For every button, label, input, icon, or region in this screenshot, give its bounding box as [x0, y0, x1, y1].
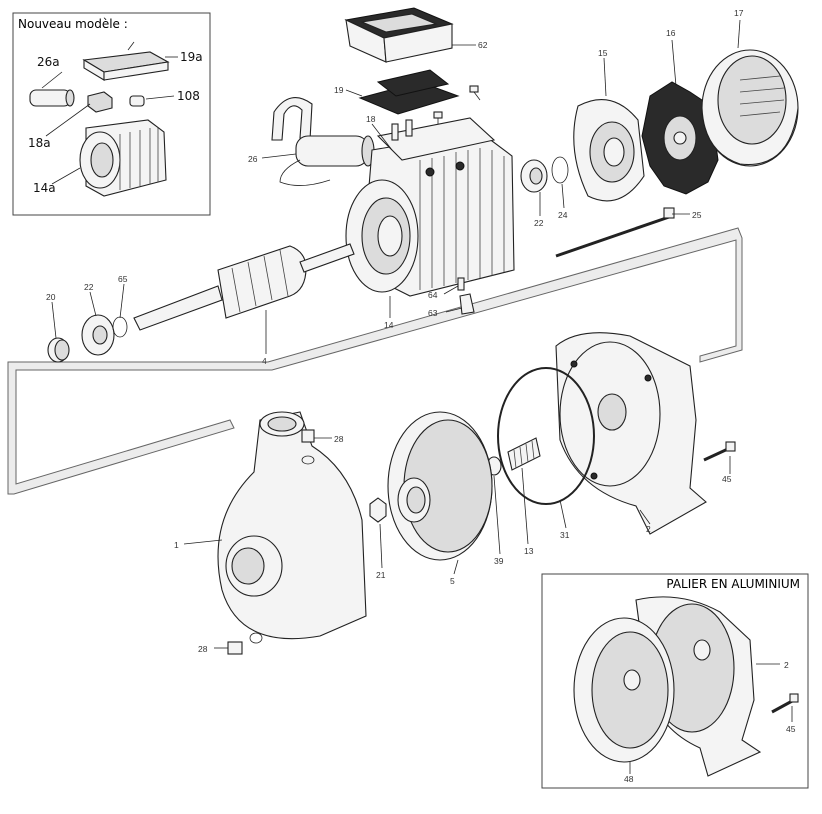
- label-39: 39: [494, 556, 504, 566]
- terminal-18a: [87, 91, 113, 113]
- label-1: 1: [174, 540, 179, 550]
- assembly-guide-belt: [7, 227, 743, 495]
- inset-label-18a: 18a: [28, 136, 51, 150]
- part-65-circlip: [112, 316, 128, 338]
- label-45: 45: [722, 474, 732, 484]
- label-13: 13: [524, 546, 534, 556]
- label-17: 17: [734, 8, 744, 18]
- part-28-plug-bottom: [227, 632, 263, 655]
- part-capacitor-clip: [271, 97, 313, 141]
- part-16-fan: [641, 81, 719, 195]
- label-64: 64: [428, 290, 438, 300]
- part-26-capacitor: [279, 135, 375, 186]
- part-21-nut: [369, 497, 387, 523]
- aluminium-screw-45: [771, 693, 799, 714]
- inset-label-14a: 14a: [33, 181, 56, 195]
- part-62-terminal-cover: [344, 7, 454, 63]
- part-22-bearing-right: [520, 159, 548, 193]
- part-31-o-ring: [497, 367, 595, 505]
- inset-label-19a: 19a: [180, 50, 203, 64]
- label-16: 16: [666, 28, 676, 38]
- part-20-sleeve: [47, 337, 70, 363]
- inset-bearing-title: PALIER EN ALUMINIUM: [666, 577, 800, 591]
- label-65: 65: [118, 274, 128, 284]
- label-14: 14: [384, 320, 394, 330]
- part-1-pump-body: [217, 411, 367, 640]
- label-28-bottom: 28: [198, 644, 208, 654]
- part-2-bracket: [555, 332, 707, 535]
- part-4-rotor-shaft: [133, 243, 355, 331]
- label-20: 20: [46, 292, 56, 302]
- label-19: 19: [334, 85, 344, 95]
- label-28-top: 28: [334, 434, 344, 444]
- part-19-gasket: [358, 69, 460, 115]
- label-26: 26: [248, 154, 258, 164]
- part-17-fan-cover: [701, 49, 799, 167]
- part-5-impeller: [387, 411, 493, 561]
- cover-19a: [82, 41, 170, 81]
- part-14-motor-body: [345, 117, 515, 297]
- part-64-pin: [457, 277, 465, 291]
- part-45-screw: [703, 441, 736, 462]
- label-25: 25: [692, 210, 702, 220]
- label-18: 18: [366, 114, 376, 124]
- label-21: 21: [376, 570, 386, 580]
- inset-label-108: 108: [177, 89, 200, 103]
- label-5: 5: [450, 576, 455, 586]
- screws-cover: [433, 85, 481, 130]
- part-28-plug-top: [301, 429, 315, 465]
- part-15-end-shield: [573, 99, 645, 202]
- inset-label-45: 45: [786, 724, 796, 734]
- gland-108: [129, 95, 145, 107]
- inset-label-48: 48: [624, 774, 634, 784]
- aluminium-flange-48: [573, 617, 675, 763]
- part-63-plug: [459, 293, 475, 315]
- inset-new-model-title: Nouveau modèle :: [18, 17, 128, 31]
- part-22-bearing-left: [81, 314, 115, 356]
- label-22-left: 22: [84, 282, 94, 292]
- inset-new-model: Nouveau modèle :: [12, 12, 211, 216]
- aluminium-bracket: [635, 596, 762, 777]
- capacitor-26a: [29, 89, 75, 107]
- label-63: 63: [428, 308, 438, 318]
- label-31: 31: [560, 530, 570, 540]
- inset-aluminium-bearing: PALIER EN ALUMINIUM 2 45 48: [541, 573, 809, 789]
- motor-14a: [79, 119, 167, 197]
- part-24-wave-washer: [551, 156, 569, 184]
- label-62: 62: [478, 40, 488, 50]
- inset-label-2: 2: [784, 660, 789, 670]
- leader-lines: [51, 19, 741, 649]
- label-4: 4: [262, 356, 267, 366]
- inset-label-26a: 26a: [37, 55, 60, 69]
- label-24: 24: [558, 210, 568, 220]
- label-22-right: 22: [534, 218, 544, 228]
- label-15: 15: [598, 48, 608, 58]
- label-2: 2: [646, 524, 651, 534]
- part-25-tie-rod: [555, 207, 675, 258]
- part-labels: 62 17 16 15 19 18 26 22 24 25 20 22 65 6…: [46, 8, 744, 654]
- part-13-mechanical-seal: [507, 437, 541, 471]
